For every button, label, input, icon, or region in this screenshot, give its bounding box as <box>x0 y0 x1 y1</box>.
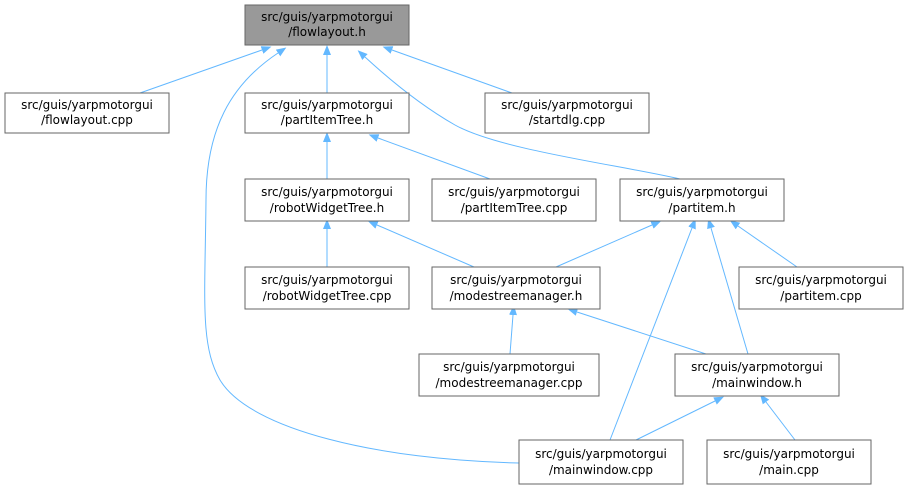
node-label-line1: src/guis/yarpmotorgui <box>636 185 768 199</box>
node-label-line1: src/guis/yarpmotorgui <box>723 447 855 461</box>
node-robotwidgettree-cpp[interactable]: src/guis/yarpmotorgui /robotWidgetTree.c… <box>244 266 410 310</box>
node-robotwidgettree-h[interactable]: src/guis/yarpmotorgui /robotWidgetTree.h <box>244 178 410 222</box>
node-label-line1: src/guis/yarpmotorgui <box>443 360 575 374</box>
node-label-line2: /flowlayout.h <box>288 25 366 39</box>
node-modestreemanager-h[interactable]: src/guis/yarpmotorgui /modestreemanager.… <box>431 266 601 310</box>
node-label-line1: src/guis/yarpmotorgui <box>501 98 633 112</box>
node-startdlg-cpp[interactable]: src/guis/yarpmotorgui /startdlg.cpp <box>484 92 650 134</box>
node-mainwindow-cpp[interactable]: src/guis/yarpmotorgui /mainwindow.cpp <box>518 439 684 485</box>
node-label-line1: src/guis/yarpmotorgui <box>448 185 580 199</box>
node-label-line2: /modestreemanager.cpp <box>436 376 583 390</box>
node-label-line2: /robotWidgetTree.cpp <box>263 289 392 303</box>
edge-modestreemanager-h-to-partitem-h <box>555 220 662 268</box>
node-modestreemanager-cpp[interactable]: src/guis/yarpmotorgui /modestreemanager.… <box>418 353 600 397</box>
node-label-line2: /mainwindow.h <box>712 376 802 390</box>
node-flowlayout-h[interactable]: src/guis/yarpmotorgui /flowlayout.h <box>244 4 410 46</box>
edge-mainwindow-h-to-partitem-h <box>707 218 749 355</box>
node-label-line1: src/guis/yarpmotorgui <box>261 98 393 112</box>
node-label-line1: src/guis/yarpmotorgui <box>755 273 887 287</box>
node-label-line1: src/guis/yarpmotorgui <box>691 360 823 374</box>
edge-main-cpp-to-mainwindow-h <box>759 394 796 441</box>
node-label-line2: /partItemTree.h <box>281 113 373 127</box>
node-label-line2: /startdlg.cpp <box>529 113 605 127</box>
node-label-line1: src/guis/yarpmotorgui <box>261 10 393 24</box>
edge-mainwindow-cpp-to-mainwindow-h <box>635 396 724 441</box>
node-partitem-h[interactable]: src/guis/yarpmotorgui /partitem.h <box>619 178 785 222</box>
node-label-line2: /partItemTree.cpp <box>461 201 568 215</box>
node-flowlayout-cpp[interactable]: src/guis/yarpmotorgui /flowlayout.cpp <box>4 92 170 134</box>
node-label-line1: src/guis/yarpmotorgui <box>450 273 582 287</box>
edge-mainwindow-cpp-to-partitem-h <box>609 218 696 441</box>
node-label-line2: /partitem.cpp <box>780 289 861 303</box>
node-label-line1: src/guis/yarpmotorgui <box>535 447 667 461</box>
edge-modestreemanager-cpp-to-modestreemanager-h <box>509 305 517 355</box>
node-label-line2: /partitem.h <box>668 201 735 215</box>
node-partitemtree-h[interactable]: src/guis/yarpmotorgui /partItemTree.h <box>244 92 410 134</box>
node-label-line2: /flowlayout.cpp <box>41 113 133 127</box>
node-partitemtree-cpp[interactable]: src/guis/yarpmotorgui /partItemTree.cpp <box>431 178 597 222</box>
edge-modestreemanager-h-to-robotwidgettree-h <box>367 221 475 268</box>
node-main-cpp[interactable]: src/guis/yarpmotorgui /main.cpp <box>706 439 872 485</box>
node-label-line1: src/guis/yarpmotorgui <box>21 98 153 112</box>
node-label-line2: /modestreemanager.h <box>450 289 583 303</box>
node-partitem-cpp[interactable]: src/guis/yarpmotorgui /partitem.cpp <box>738 266 904 310</box>
edge-startdlg-cpp-to-flowlayout-h <box>382 46 513 94</box>
node-mainwindow-h[interactable]: src/guis/yarpmotorgui /mainwindow.h <box>674 353 840 397</box>
node-label-line2: /robotWidgetTree.h <box>270 201 384 215</box>
node-label-line1: src/guis/yarpmotorgui <box>261 273 393 287</box>
node-label-line2: /main.cpp <box>759 463 819 477</box>
node-label-line2: /mainwindow.cpp <box>549 463 653 477</box>
edge-partitemtree-cpp-to-partitemtree-h <box>368 134 491 180</box>
edge-partitem-h-to-flowlayout-h <box>357 50 681 180</box>
edge-flowlayout-cpp-to-flowlayout-h <box>139 46 272 94</box>
node-label-line1: src/guis/yarpmotorgui <box>261 185 393 199</box>
edge-partitem-cpp-to-partitem-h <box>729 220 798 268</box>
edge-mainwindow-h-to-modestreemanager-h <box>567 308 707 355</box>
edge-mainwindow-cpp-to-flowlayout-h <box>204 47 520 464</box>
